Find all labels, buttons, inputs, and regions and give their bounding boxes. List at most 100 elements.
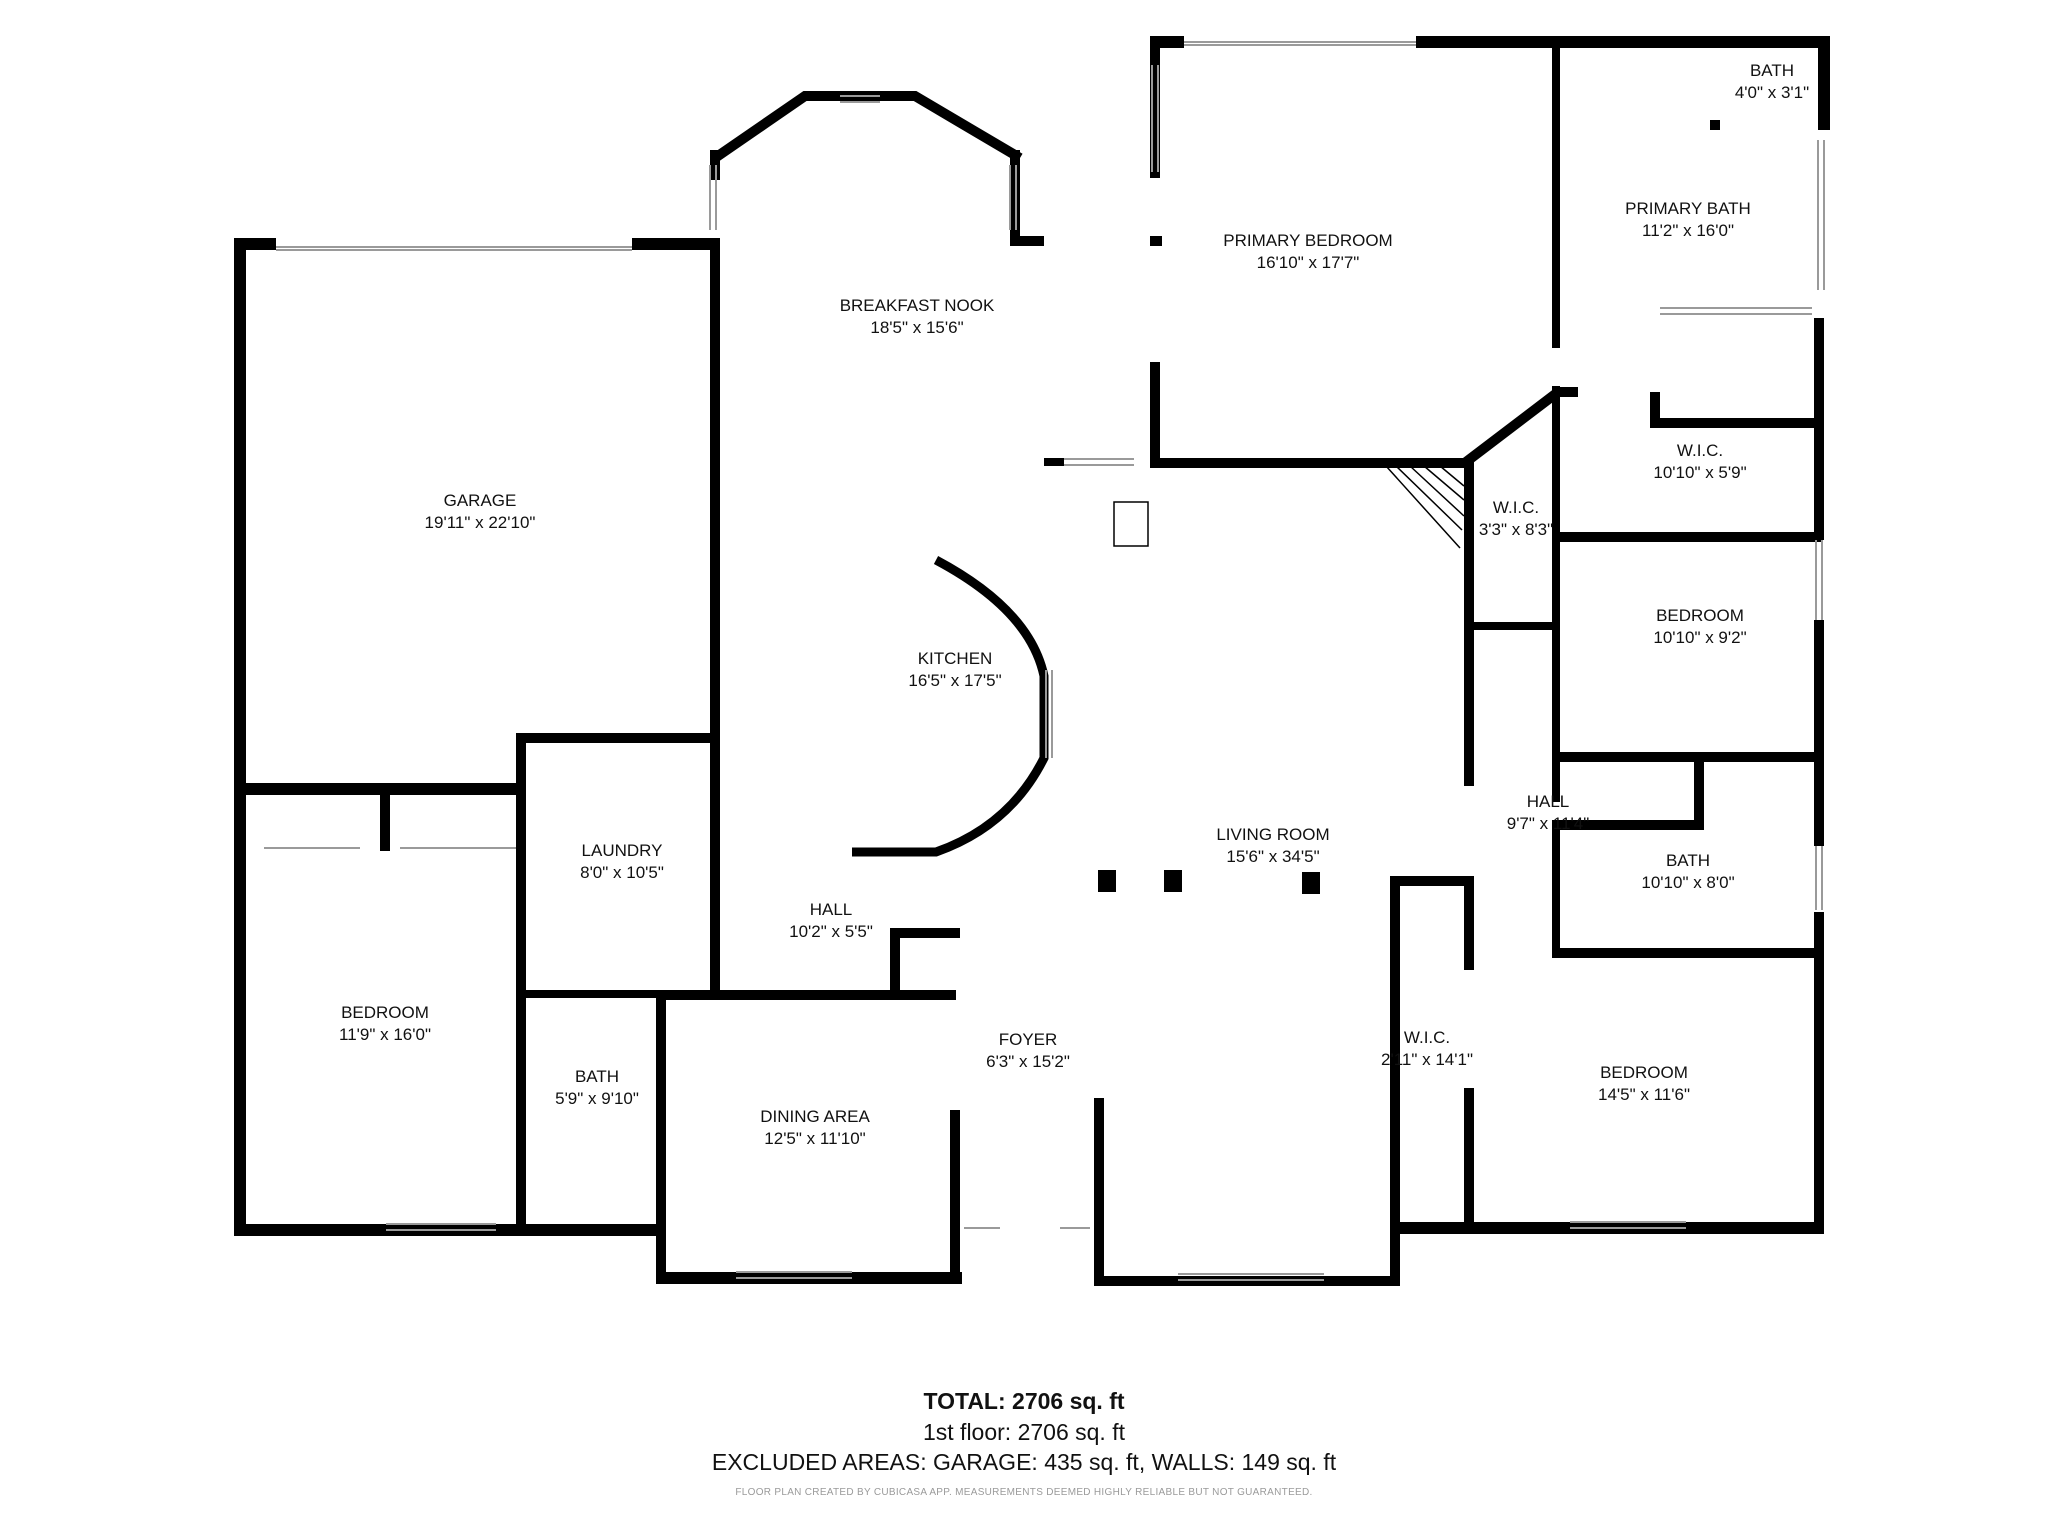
wall-segment (1464, 876, 1474, 950)
room-label-laundry: LAUNDRY (582, 841, 663, 860)
room-dimension-laundry: 8'0" x 10'5" (580, 863, 664, 882)
column (1302, 872, 1320, 894)
window (1815, 846, 1823, 910)
wall-segment (1552, 820, 1702, 830)
wall-segment (1552, 752, 1560, 802)
column (1164, 870, 1182, 892)
room-dimension-wic-southeast: 2'11" x 14'1" (1381, 1050, 1473, 1069)
window (1064, 458, 1134, 466)
wall-segment (1814, 950, 1824, 1230)
room-label-wic-hall: W.I.C. (1493, 498, 1539, 517)
window (709, 165, 717, 230)
room-dimension-garage: 19'11" x 22'10" (425, 513, 536, 532)
column (1098, 870, 1116, 892)
wall-segment (1464, 670, 1474, 786)
window (276, 246, 632, 251)
room-dimension-bath-west: 5'9" x 9'10" (555, 1089, 639, 1108)
room-label-foyer: FOYER (999, 1030, 1058, 1049)
window (1178, 1273, 1324, 1281)
wall-segment (1416, 36, 1828, 48)
room-dimension-living-room: 15'6" x 34'5" (1226, 847, 1319, 866)
window (1045, 670, 1053, 758)
room-dimension-bath-small: 4'0" x 3'1" (1735, 83, 1809, 102)
window (1660, 307, 1812, 315)
room-label-bedroom-west: BEDROOM (341, 1003, 429, 1022)
room-label-wic-primary: W.I.C. (1677, 441, 1723, 460)
wall-segment (516, 733, 526, 1231)
floor-area: 1st floor: 2706 sq. ft (922, 1419, 1125, 1445)
wall-segment (1814, 318, 1824, 540)
excluded-areas: EXCLUDED AREAS: GARAGE: 435 sq. ft, WALL… (711, 1449, 1337, 1475)
room-dimension-bath-east: 10'10" x 8'0" (1641, 873, 1734, 892)
wall-segment (1094, 1220, 1104, 1284)
register-box (1113, 501, 1149, 547)
wall-segment (1552, 386, 1560, 786)
window (840, 95, 880, 103)
wall-segment (1814, 620, 1824, 760)
stairs (1385, 465, 1465, 549)
room-dimension-wic-hall: 3'3" x 8'3" (1479, 520, 1553, 539)
wall-segment (516, 733, 712, 743)
wall-segment (1650, 418, 1822, 428)
wall-segment (234, 783, 520, 795)
room-label-dining-area: DINING AREA (760, 1107, 870, 1126)
total-area: TOTAL: 2706 sq. ft (923, 1388, 1125, 1414)
window (1151, 65, 1159, 172)
wall-segment (1814, 752, 1824, 846)
room-label-bath-east: BATH (1666, 851, 1710, 870)
room-dimension-bedroom-southeast: 14'5" x 11'6" (1598, 1085, 1690, 1104)
window (386, 1223, 496, 1231)
wall-segment (1150, 236, 1162, 246)
wall-segment (1818, 36, 1830, 130)
wall-segment (516, 990, 712, 998)
wall-segment (1552, 830, 1560, 954)
window (1570, 1221, 1686, 1229)
room-label-primary-bedroom: PRIMARY BEDROOM (1223, 231, 1392, 250)
wall-segment (656, 990, 666, 1282)
room-label-wic-southeast: W.I.C. (1404, 1028, 1450, 1047)
room-label-hall-west: HALL (810, 900, 853, 919)
wall-segment (1150, 362, 1160, 462)
wall-segment (632, 238, 716, 250)
room-label-garage: GARAGE (444, 491, 517, 510)
wall-segment (1390, 876, 1472, 886)
wall-segment (380, 783, 390, 851)
wall-segment (890, 928, 900, 992)
wall-segment (1464, 458, 1474, 778)
room-dimension-bedroom-ne: 10'10" x 9'2" (1653, 628, 1746, 647)
wall-segment (1710, 120, 1720, 130)
room-label-hall-east: HALL (1527, 792, 1570, 811)
room-label-kitchen: KITCHEN (918, 649, 993, 668)
wall-segment (1694, 752, 1704, 830)
wall-segment (1094, 1098, 1104, 1284)
wall-segment (1552, 948, 1824, 958)
room-label-bedroom-ne: BEDROOM (1656, 606, 1744, 625)
wall-segment (1552, 532, 1822, 542)
room-dimension-wic-primary: 10'10" x 5'9" (1653, 463, 1746, 482)
room-dimension-dining-area: 12'5" x 11'10" (764, 1129, 865, 1148)
wall-segment (950, 1110, 960, 1282)
wall-segment (1010, 236, 1044, 246)
kitchen-curved-counter (852, 556, 1049, 857)
wall-segment (1150, 36, 1160, 178)
window (1817, 140, 1825, 290)
wall-segment (656, 990, 956, 1000)
wall-segment (1150, 36, 1184, 48)
room-dimension-hall-east: 9'7" x 11'4" (1507, 814, 1590, 833)
room-label-bedroom-southeast: BEDROOM (1600, 1063, 1688, 1082)
room-dimension-primary-bath: 11'2" x 16'0" (1642, 221, 1734, 240)
wall-segment (1150, 458, 1470, 468)
window (736, 1271, 852, 1279)
room-label-bath-small: BATH (1750, 61, 1794, 80)
nook-bay-wall (712, 91, 1023, 163)
wall-segment (890, 928, 960, 938)
wall-segment (1650, 392, 1660, 426)
room-label-living-room: LIVING ROOM (1216, 825, 1329, 844)
room-dimension-breakfast-nook: 18'5" x 15'6" (870, 318, 963, 337)
wall-segment (710, 238, 720, 996)
room-dimension-hall-west: 10'2" x 5'5" (789, 922, 873, 941)
area-summary: TOTAL: 2706 sq. ft 1st floor: 2706 sq. f… (0, 1386, 2048, 1498)
window (1815, 540, 1823, 620)
wall-segment (1814, 912, 1824, 954)
